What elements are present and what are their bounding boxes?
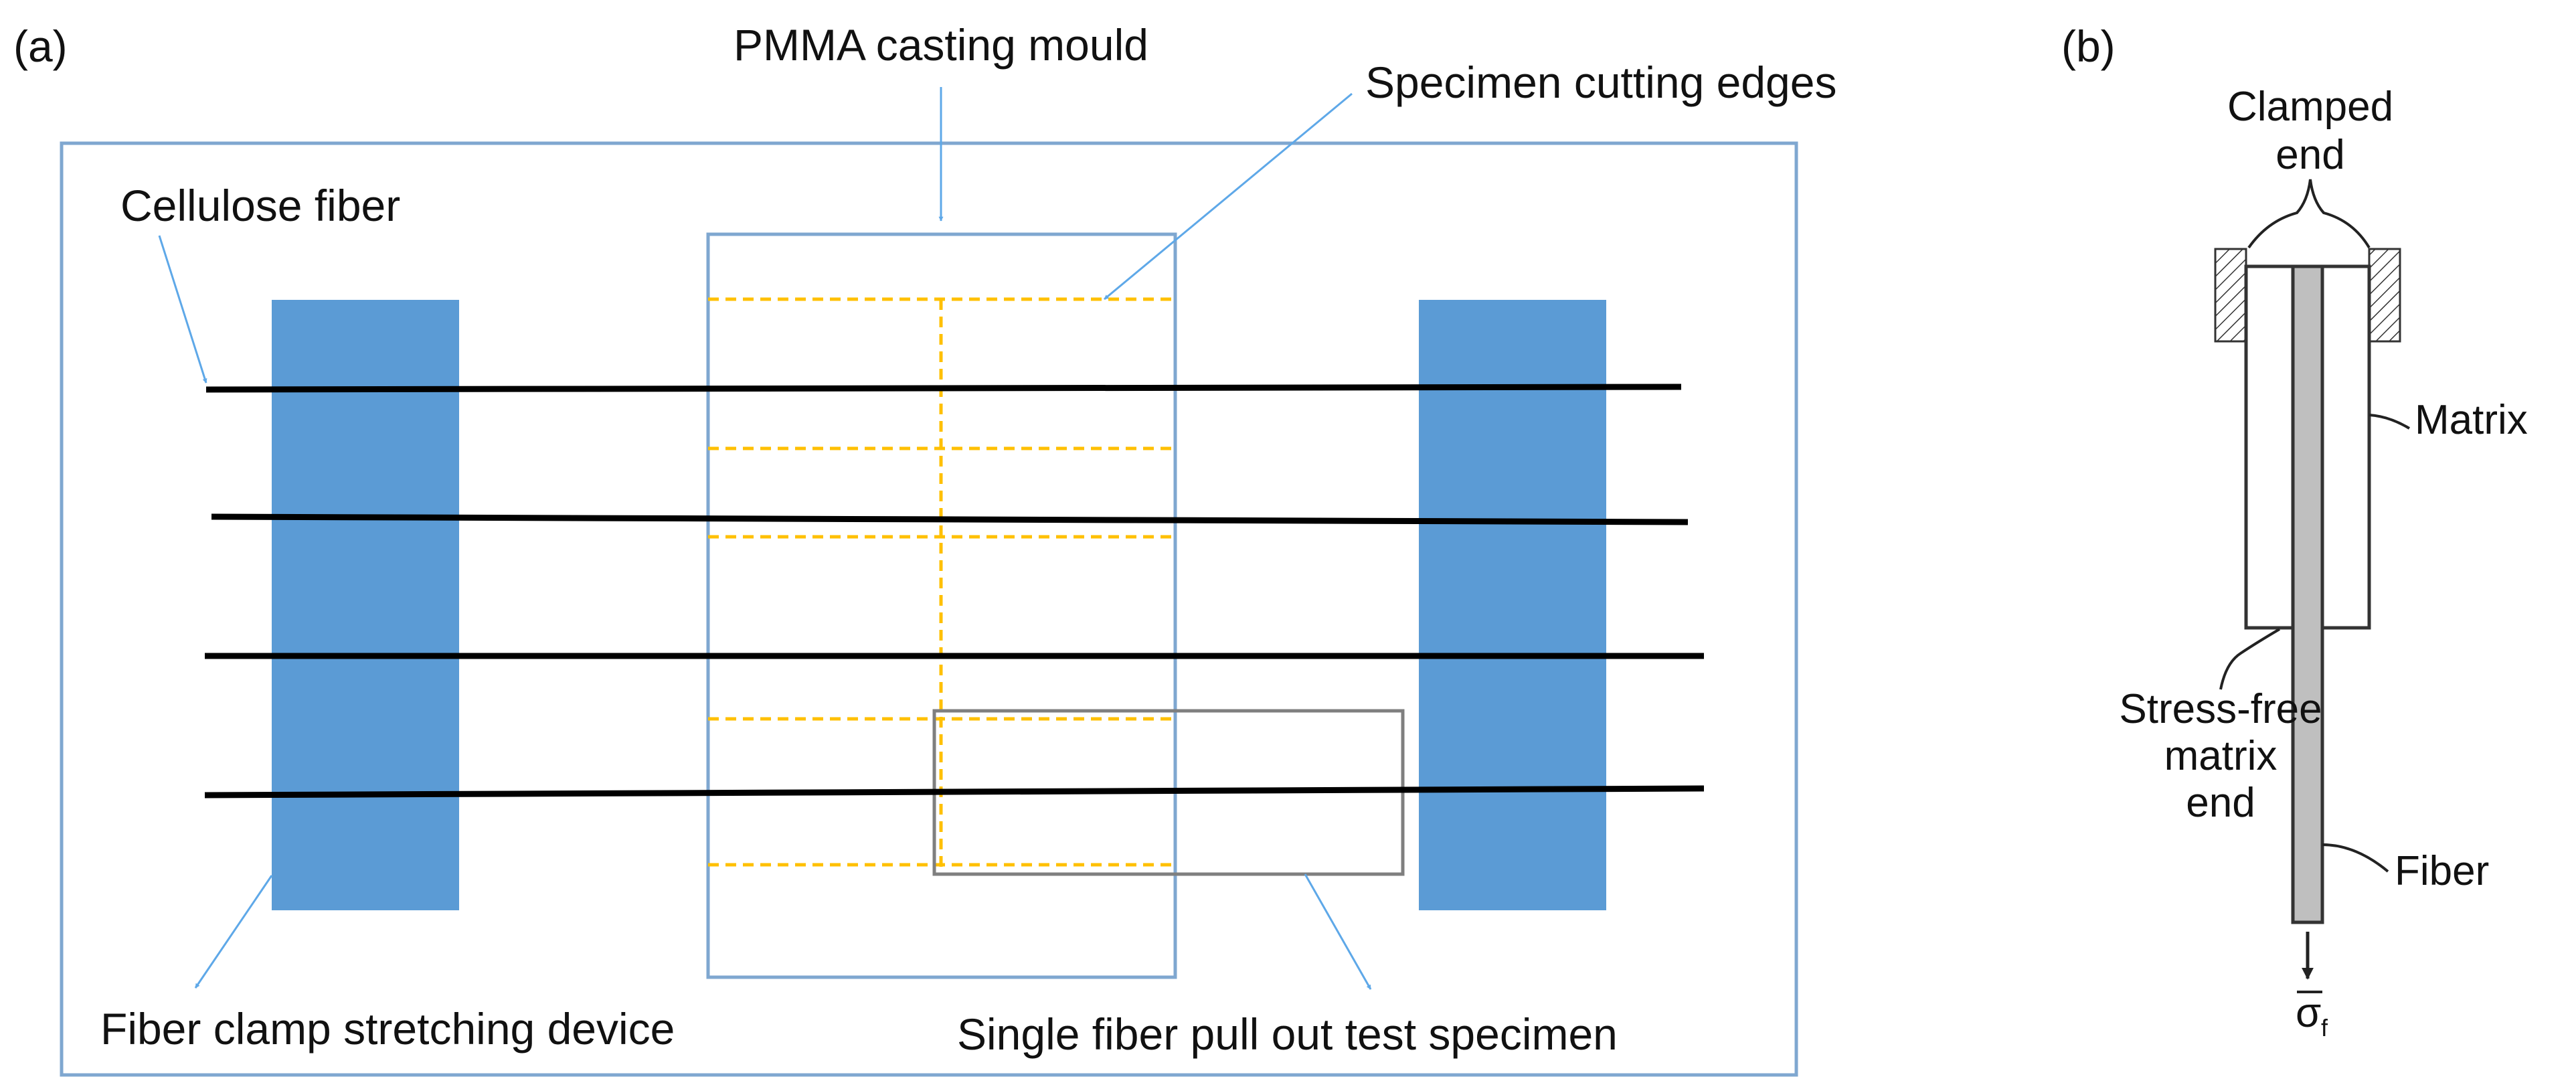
fiber-leader <box>2322 843 2389 873</box>
stress-free-leader <box>2219 628 2281 690</box>
clamp-device-label: Fiber clamp stretching device <box>100 1004 675 1054</box>
stress-free-label-line2: matrix <box>2164 733 2278 779</box>
left-clamp-block <box>272 300 459 910</box>
fiber-label: Fiber <box>2395 848 2489 894</box>
mould-label: PMMA casting mould <box>734 20 1148 70</box>
casting-mould <box>706 232 1177 979</box>
cutting-edges-label: Specimen cutting edges <box>1365 58 1836 107</box>
cellulose-fibers <box>204 384 1705 799</box>
stress-subscript: f <box>2321 1014 2328 1041</box>
panel-b-tag: (b) <box>2061 21 2116 71</box>
specimen-label: Single fiber pull out test specimen <box>957 1009 1618 1059</box>
fiber-line-4 <box>204 785 1705 799</box>
panel-a: (a) PMMA casting mould Specimen cut <box>13 20 1836 1077</box>
outer-frame <box>60 141 1798 1077</box>
panel-b: (b) σ f Clamped end Matrix Stress-free m… <box>2061 21 2528 1041</box>
specimen-pointer-arrow <box>1304 873 1372 990</box>
clamped-end-brace <box>2247 179 2371 249</box>
cellulose-fiber-label: Cellulose fiber <box>120 181 400 230</box>
right-clamp-hatch <box>2368 248 2401 343</box>
fiber-line-2 <box>211 513 1689 525</box>
cutting-edges <box>708 297 1175 870</box>
clamped-end-label-line2: end <box>2276 132 2344 178</box>
stress-free-label-line1: Stress-free <box>2119 686 2322 732</box>
matrix-leader <box>2369 414 2411 430</box>
matrix-label: Matrix <box>2415 397 2528 443</box>
fiber-line-1 <box>205 384 1682 393</box>
stress-free-label-line3: end <box>2186 780 2255 826</box>
clamped-end-label-line1: Clamped <box>2227 84 2393 130</box>
right-clamp-block <box>1419 300 1606 910</box>
stress-symbol: σ <box>2296 990 2321 1036</box>
cutting-edges-pointer-arrow <box>1104 92 1353 301</box>
panel-a-tag: (a) <box>13 21 68 71</box>
fiber-pointer-arrow <box>158 235 207 384</box>
fiber-rod <box>2291 264 2324 924</box>
left-clamp-hatch <box>2214 248 2247 343</box>
clamp-pointer-arrow <box>194 875 273 989</box>
